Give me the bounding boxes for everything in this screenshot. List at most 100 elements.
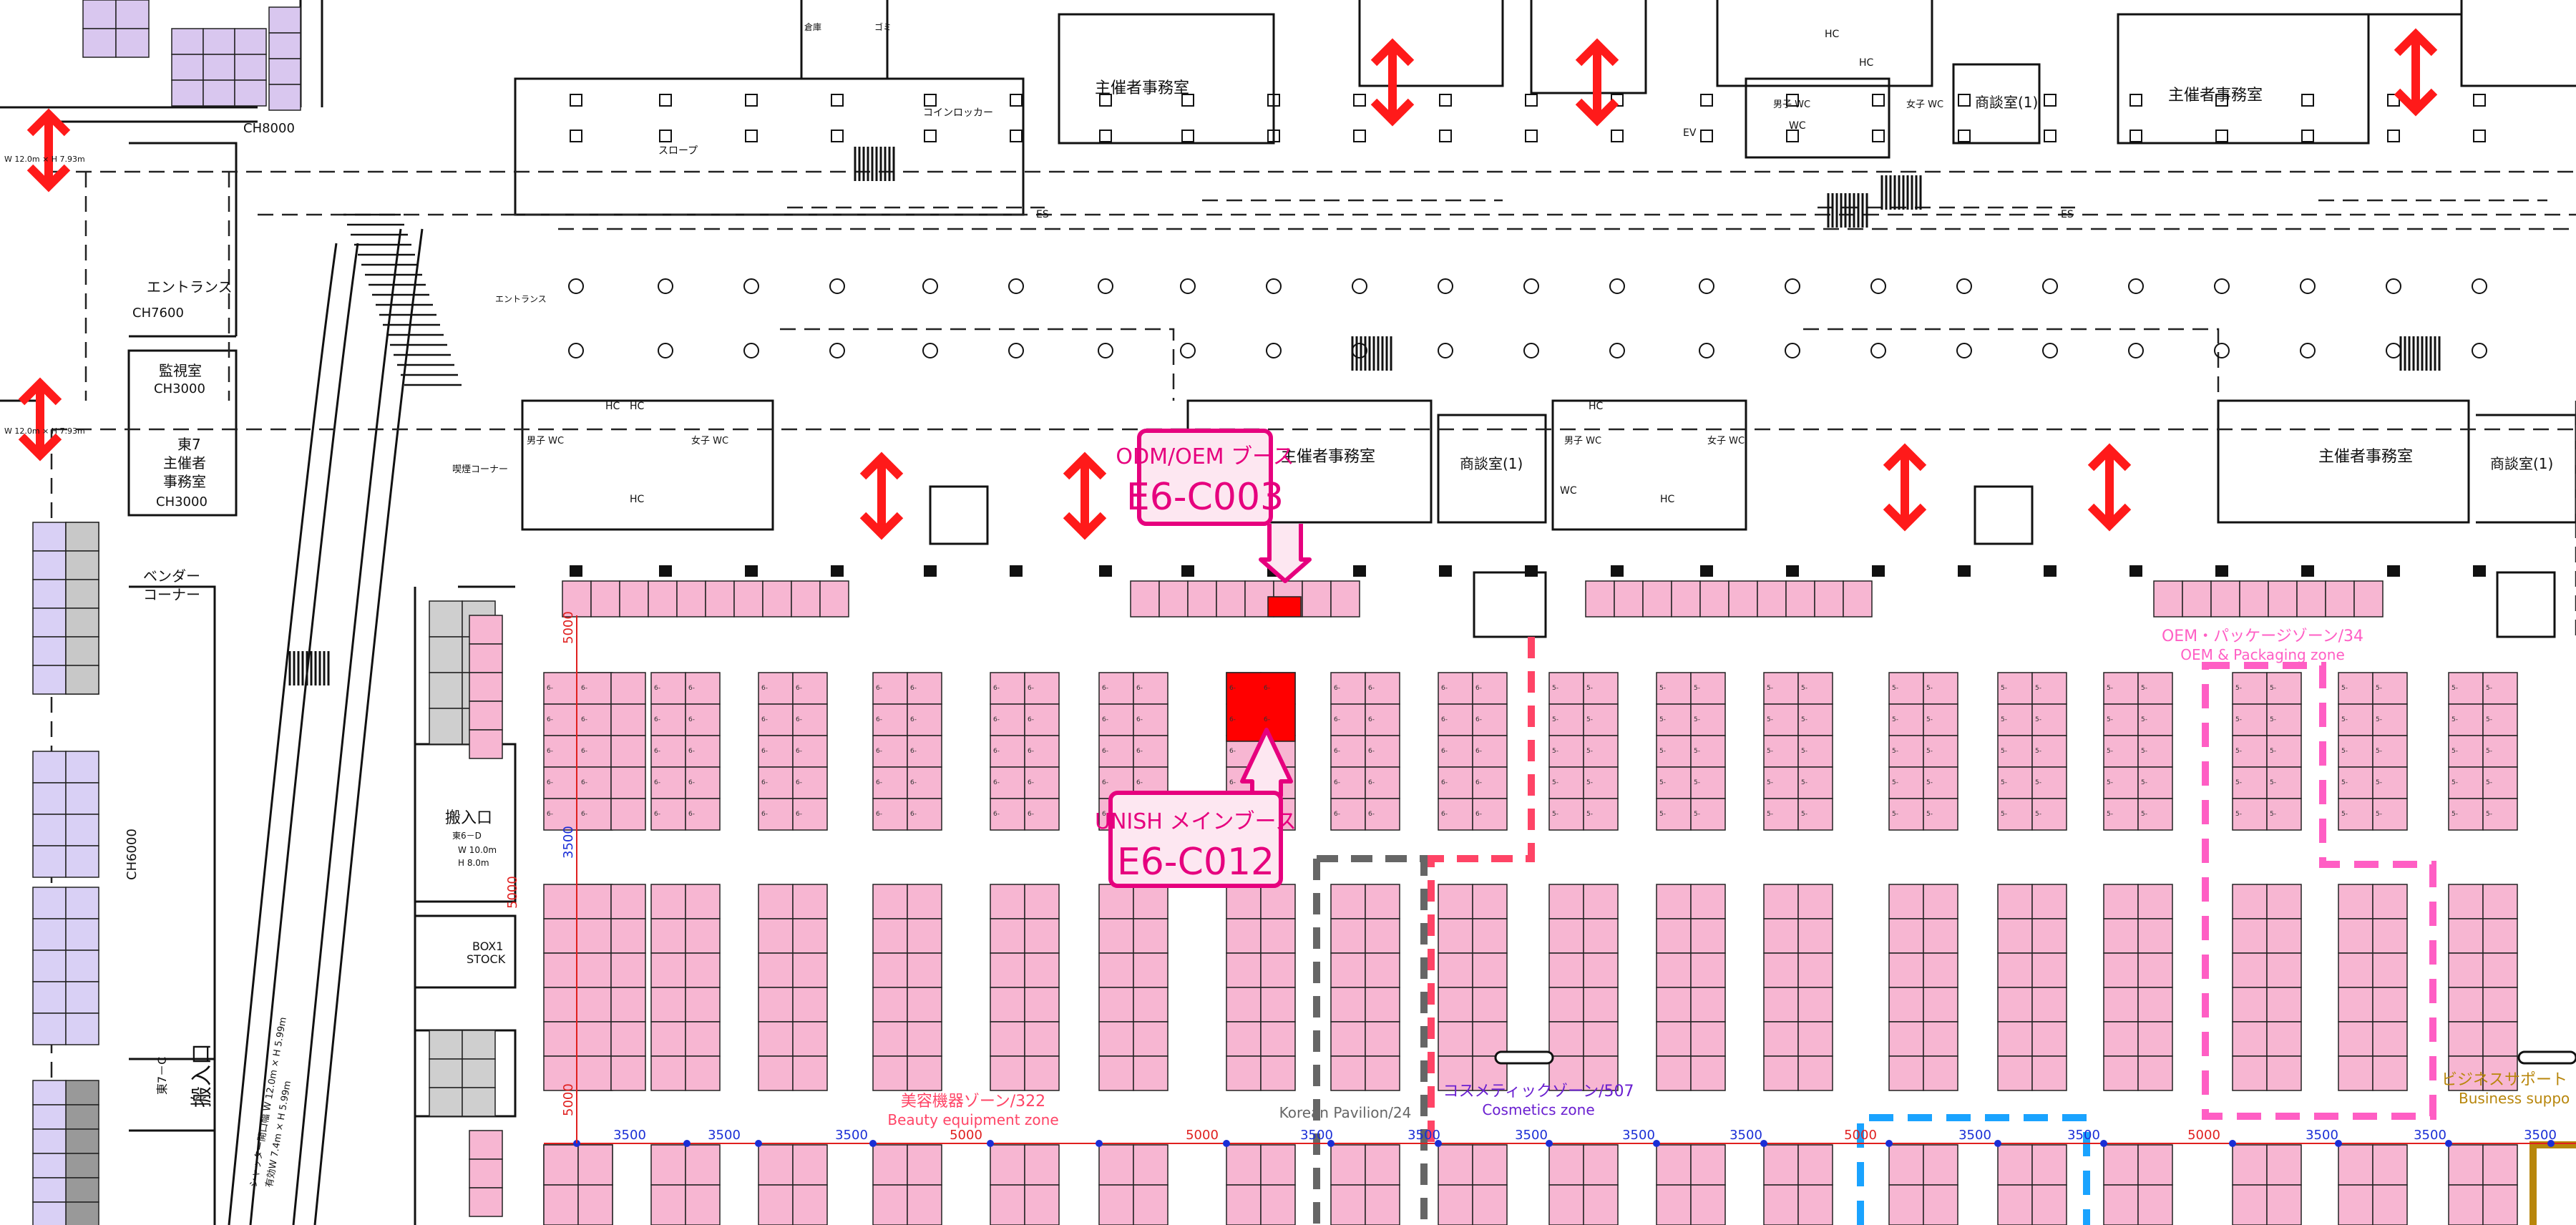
wall-line: [2496, 571, 2556, 638]
facility-label: HC: [1660, 494, 1675, 505]
booth-cell: [1438, 987, 1473, 1023]
booth-cell: [2482, 1144, 2518, 1186]
side-booth: [203, 79, 235, 107]
booth-code: 5-: [1892, 716, 1898, 723]
dimension-label: 3500: [1407, 1128, 1440, 1143]
column-round: [1523, 278, 1539, 294]
oem-zone-en: OEM & Packaging zone: [2180, 646, 2345, 663]
booth-cell: [543, 884, 579, 919]
booth-code: 5-: [2107, 779, 2113, 786]
wall-line: [929, 485, 989, 545]
booth-code: 6-: [654, 716, 660, 723]
booth-cell: [1472, 884, 1508, 919]
vendor-label-2: コーナー: [143, 586, 200, 603]
booth-code: 6-: [993, 748, 1000, 755]
booth-cell: [1438, 672, 1473, 705]
booth-cell: [1690, 884, 1726, 919]
booth-code: 5-: [2451, 748, 2458, 755]
double-arrow-head: [26, 164, 71, 192]
dimension-label: 5000: [561, 1083, 576, 1116]
booth-code: 5-: [2141, 685, 2147, 692]
column-square: [1872, 130, 1885, 142]
side-booth: [65, 751, 99, 784]
dimension-label: 3500: [1729, 1128, 1762, 1143]
booth-cell: [2137, 1021, 2173, 1057]
booth-cell: [2372, 918, 2408, 954]
side-booth: [469, 1187, 503, 1217]
booth-cell: [1797, 1055, 1833, 1091]
booth-cell: [2137, 1144, 2173, 1186]
ch6000-label: CH6000: [125, 829, 140, 880]
booth-cell: [1260, 952, 1296, 988]
booth-cell: [1797, 884, 1833, 919]
dimension-tick: [1327, 1140, 1335, 1147]
booth-cell: [1888, 798, 1924, 831]
booth-code: 6-: [1368, 716, 1375, 723]
booth-code: 6-: [761, 685, 768, 692]
booth-cell: [1888, 735, 1924, 768]
booth-code: 5-: [2376, 748, 2382, 755]
booth-code: 6-: [688, 748, 695, 755]
booth-cell: [2031, 918, 2067, 954]
booth-code: 5-: [2341, 779, 2348, 786]
dimension-tick: [1885, 1140, 1893, 1147]
double-arrow-head: [2087, 443, 2132, 472]
booth-cell: [758, 1144, 794, 1186]
side-booth: [65, 887, 99, 919]
side-booth: [65, 814, 99, 846]
side-booth: [469, 643, 503, 673]
booth-cell: [1997, 798, 2033, 831]
side-booth: [32, 1012, 67, 1045]
side-booth: [171, 54, 204, 81]
booth-code: 6-: [1229, 779, 1236, 786]
side-booth: [234, 79, 267, 107]
booth-cell: [1365, 987, 1400, 1023]
booth-cell: [1923, 952, 1958, 988]
booth-code: 5-: [1586, 748, 1593, 755]
side-booth: [65, 1201, 99, 1225]
booth-code: 6-: [796, 716, 802, 723]
column-solid: [2044, 565, 2057, 577]
booth-cell: [1843, 580, 1873, 618]
booth-code: 6-: [1441, 748, 1448, 755]
booth-cell: [792, 884, 828, 919]
booth-cell: [2031, 884, 2067, 919]
wall-line: [2117, 13, 2370, 145]
booth-code: 5-: [1586, 779, 1593, 786]
booth-cell: [2137, 1055, 2173, 1091]
booth-cell: [1438, 952, 1473, 988]
booth-code: 6-: [688, 779, 695, 786]
side-booth: [32, 1128, 67, 1154]
booth-cell: [1923, 1184, 1958, 1225]
booth-cell: [576, 672, 612, 705]
booth-cell: [1365, 1021, 1400, 1057]
booth-code: 5-: [2486, 811, 2492, 818]
booth-cell: [1472, 987, 1508, 1023]
side-booth: [32, 918, 67, 951]
booth-code: 6-: [1334, 779, 1340, 786]
wall-line: [249, 243, 359, 1225]
booth-code: 5-: [1767, 779, 1773, 786]
column-round: [1699, 278, 1714, 294]
booth-cell: [1699, 580, 1729, 618]
booth-cell: [1024, 766, 1060, 799]
ch3000-label: CH3000: [156, 494, 208, 509]
side-booth: [203, 28, 235, 55]
booth-cell: [1656, 1055, 1692, 1091]
beauty-zone-outline: [1428, 637, 1535, 1145]
booth-cell: [1656, 1184, 1692, 1225]
booth-code: 6-: [1102, 811, 1108, 818]
booth-code: 6-: [1102, 685, 1108, 692]
odm-callout-box: [1137, 429, 1273, 526]
booth-code: 6-: [1136, 716, 1143, 723]
divider-marker: [2517, 1050, 2576, 1065]
booth-cell: [2482, 798, 2518, 831]
booth-cell: [1797, 1144, 1833, 1186]
booth-cell: [2353, 580, 2384, 618]
dimension-tick: [2445, 1140, 2452, 1147]
booth-cell: [872, 918, 908, 954]
booth-cell: [2268, 580, 2298, 618]
booth-cell: [610, 703, 646, 736]
booth-cell: [2448, 987, 2484, 1023]
side-booth: [268, 32, 301, 59]
